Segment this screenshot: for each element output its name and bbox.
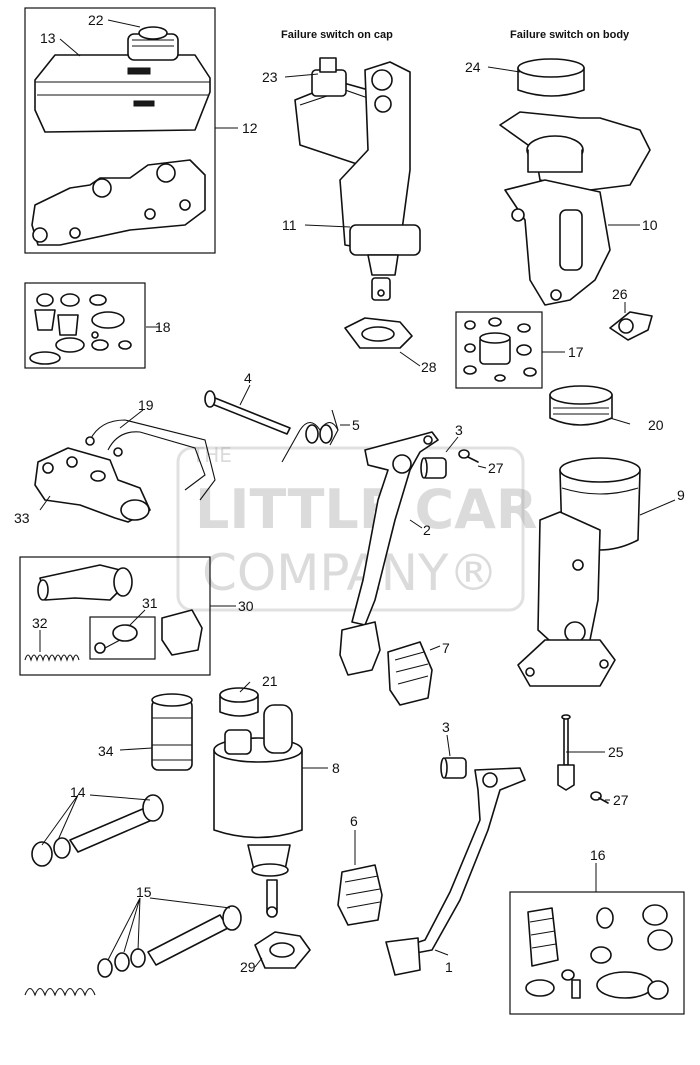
cap-20	[549, 385, 613, 426]
pedal-pad-6	[337, 864, 383, 926]
spring-5	[281, 409, 339, 463]
bush-3-upper	[420, 457, 447, 479]
callout-12: 12	[242, 120, 258, 136]
piston-assembly-14	[31, 794, 164, 867]
callout-34: 34	[98, 743, 114, 759]
pedal-1	[385, 767, 526, 976]
cap-21	[219, 687, 259, 717]
header-failure-switch-on-cap: Failure switch on cap	[281, 29, 393, 41]
master-cylinder-9	[517, 457, 641, 687]
callout-27-lower: 27	[613, 792, 629, 808]
callout-23: 23	[262, 69, 278, 85]
pushrod-25	[557, 714, 575, 791]
cap-22	[127, 26, 179, 61]
callout-21: 21	[262, 673, 278, 689]
callout-6: 6	[350, 813, 358, 829]
callout-33: 33	[14, 510, 30, 526]
reservoir-13	[34, 54, 211, 133]
pedal-pad-7	[387, 641, 433, 706]
switch-26	[609, 311, 653, 341]
callout-22: 22	[88, 12, 104, 28]
leader-lines	[39, 19, 676, 968]
callout-2: 2	[423, 522, 431, 538]
part-box-17	[455, 311, 543, 389]
master-cylinder-body	[31, 159, 206, 246]
callout-8: 8	[332, 760, 340, 776]
master-cylinder-33	[34, 447, 151, 523]
part-box-16	[509, 891, 685, 1015]
piston-assembly-15	[24, 905, 242, 997]
callout-32: 32	[32, 615, 48, 631]
callout-16: 16	[590, 847, 606, 863]
callout-24: 24	[465, 59, 481, 75]
watermark-logo: THE LITTLE CAR COMPANY®	[176, 443, 538, 612]
master-cylinder-11	[294, 57, 421, 301]
screw-27-lower	[590, 791, 609, 804]
callout-25: 25	[608, 744, 624, 760]
callout-1: 1	[445, 959, 453, 975]
gasket-29	[254, 931, 311, 969]
callout-5: 5	[352, 417, 360, 433]
pedal-2	[339, 431, 439, 676]
callout-19: 19	[138, 397, 154, 413]
cap-24	[517, 58, 585, 97]
callout-3-upper: 3	[455, 422, 463, 438]
callout-9: 9	[677, 487, 685, 503]
callout-28: 28	[421, 359, 437, 375]
part-box-12	[24, 7, 216, 254]
callout-31: 31	[142, 595, 158, 611]
callout-27-upper: 27	[488, 460, 504, 476]
callout-20: 20	[648, 417, 664, 433]
callout-numbers: 22 13 12 23 11 24 10 26 28 18 17 20 19 4…	[14, 12, 685, 975]
callout-17: 17	[568, 344, 584, 360]
callout-13: 13	[40, 30, 56, 46]
callout-29: 29	[240, 959, 256, 975]
watermark-line3: COMPANY®	[202, 544, 499, 602]
callout-10: 10	[642, 217, 658, 233]
pivot-pin-4	[204, 390, 291, 435]
callout-11: 11	[282, 217, 297, 233]
callout-14: 14	[70, 784, 86, 800]
bush-3-lower	[440, 757, 467, 779]
callout-4: 4	[244, 370, 252, 386]
part-box-18	[24, 282, 146, 369]
header-failure-switch-on-body: Failure switch on body	[510, 29, 630, 41]
callout-3-lower: 3	[442, 719, 450, 735]
callout-15: 15	[136, 884, 152, 900]
screw-27-upper	[458, 449, 479, 463]
callout-30: 30	[238, 598, 254, 614]
callout-7: 7	[442, 640, 450, 656]
cylinder-34	[151, 693, 193, 771]
callout-18: 18	[155, 319, 171, 335]
watermark-line2: LITTLE CAR	[195, 478, 538, 541]
pipe-19	[85, 419, 216, 501]
master-cylinder-8	[213, 704, 303, 918]
master-cylinder-10	[499, 111, 651, 306]
callout-26: 26	[612, 286, 628, 302]
part-box-30	[19, 556, 211, 676]
gasket-28	[344, 317, 413, 349]
